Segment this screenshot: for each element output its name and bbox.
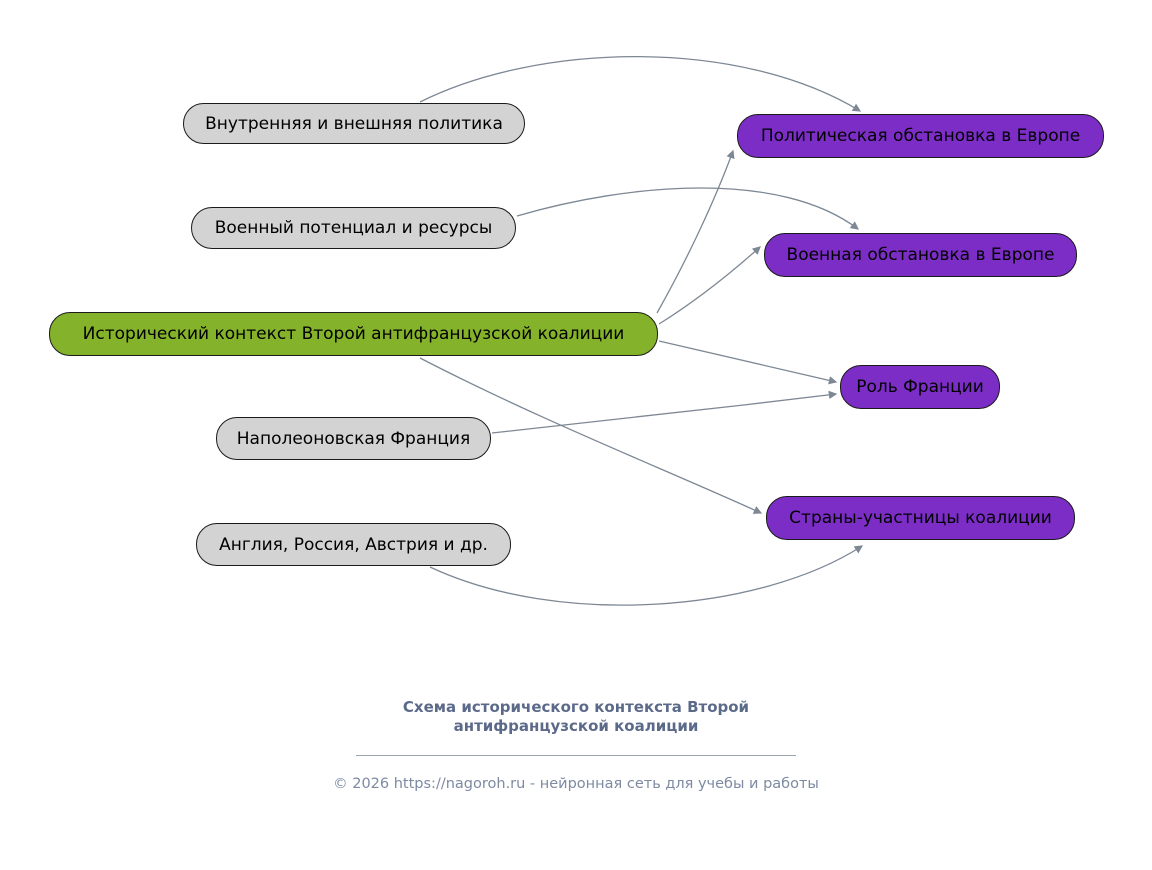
node-political-situation-europe: Политическая обстановка в Европе: [737, 114, 1104, 158]
node-military-situation-europe: Военная обстановка в Европе: [764, 233, 1077, 277]
node-internal-external-policy: Внутренняя и внешняя политика: [183, 103, 525, 144]
node-england-russia-austria: Англия, Россия, Австрия и др.: [196, 523, 511, 566]
edge-napoleon-to-france-role: [491, 390, 838, 434]
footer-title-line2: антифранцузской коалиции: [453, 717, 699, 735]
copyright-suffix-text: - нейронная сеть для учебы и работы: [525, 776, 819, 792]
copyright-year-text: © 2026: [333, 776, 394, 792]
edge-root-to-military-situation: [658, 246, 761, 325]
copyright-site-link[interactable]: https://nagoroh.ru: [393, 776, 526, 792]
edge-root-to-france-role: [658, 340, 838, 385]
edge-root-to-political-situation: [656, 149, 735, 314]
edge-military-to-military-situation: [516, 187, 860, 230]
node-napoleonic-france: Наполеоновская Франция: [216, 417, 491, 460]
node-historical-context-root: Исторический контекст Второй антифранцуз…: [49, 312, 658, 356]
node-military-potential: Военный потенциал и ресурсы: [191, 207, 516, 249]
node-coalition-member-countries: Страны-участницы коалиции: [766, 496, 1075, 540]
footer-divider: [356, 755, 796, 756]
footer-copyright: © 2026 https://nagoroh.ru - нейронная се…: [0, 776, 1152, 792]
node-role-of-france: Роль Франции: [840, 365, 1000, 409]
footer-title: Схема исторического контекста Второй ант…: [0, 698, 1152, 736]
footer-title-line1: Схема исторического контекста Второй: [402, 698, 750, 716]
